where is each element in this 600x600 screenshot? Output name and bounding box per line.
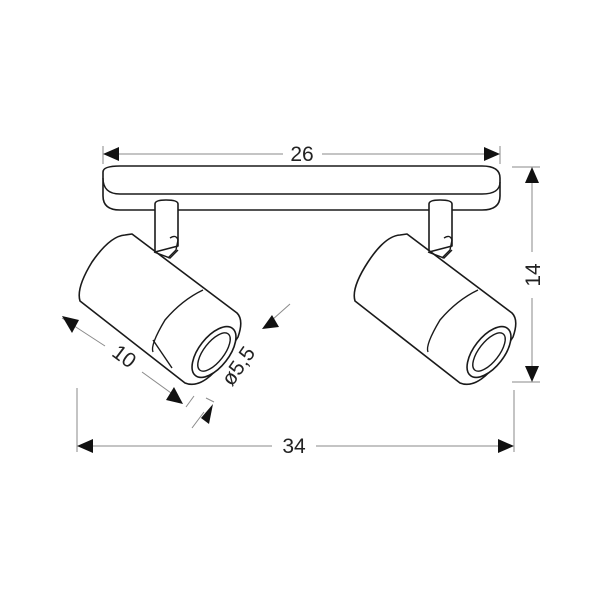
- arrow-right-icon: [498, 439, 514, 453]
- mounting-bar: [102, 165, 501, 211]
- arrow-right-icon: [484, 147, 500, 161]
- arrow-down-right-icon: [166, 387, 183, 404]
- dimension-total-width: 34: [76, 388, 515, 458]
- arrow-up-right-icon: [201, 404, 213, 424]
- spot-length-label: 10: [108, 341, 140, 373]
- dimension-total-height: 14: [512, 166, 545, 383]
- arrow-up-left-icon: [62, 316, 79, 333]
- dimension-base-width: 26: [102, 143, 501, 166]
- total-height-label: 14: [522, 263, 545, 287]
- arrow-up-icon: [525, 167, 539, 183]
- total-width-label: 34: [282, 435, 306, 458]
- arrow-down-icon: [525, 366, 539, 382]
- right-spotlight: [353, 199, 517, 386]
- left-spotlight: [78, 199, 242, 386]
- arrow-left-icon: [77, 439, 93, 453]
- arrow-left-icon: [103, 147, 119, 161]
- arrow-down-left-icon: [262, 315, 279, 329]
- base-width-label: 26: [290, 143, 313, 166]
